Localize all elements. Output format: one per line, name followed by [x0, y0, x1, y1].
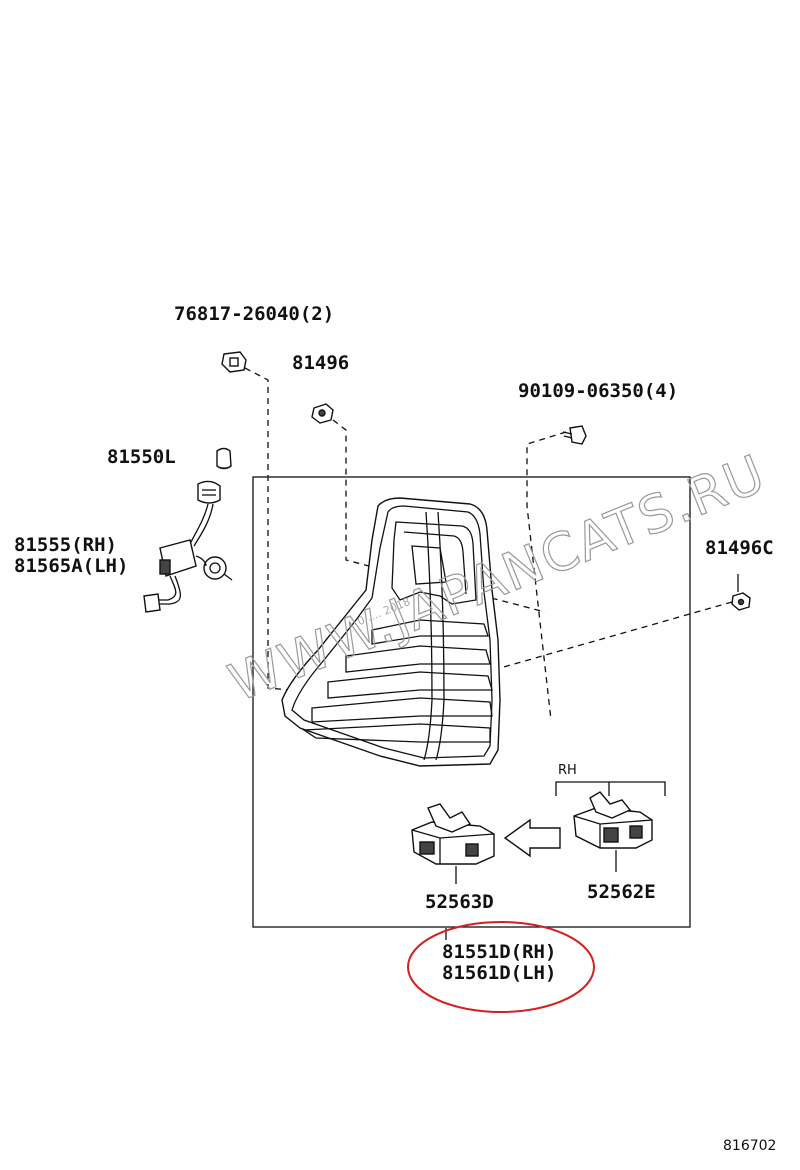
- bulb-81550L-part[interactable]: [216, 447, 232, 470]
- label-bulb-81550L[interactable]: 81550L: [107, 446, 176, 468]
- clip-76817-part[interactable]: [221, 351, 247, 373]
- leader-clip-76817: [244, 367, 291, 691]
- leader-nut-81496C: [499, 601, 733, 669]
- rh-bracket: [555, 781, 666, 796]
- holder-52563D-part[interactable]: [411, 803, 495, 865]
- label-rh: RH: [558, 763, 577, 778]
- label-nut-81496C[interactable]: 81496C: [705, 537, 774, 559]
- diagram-code: 816702: [723, 1138, 776, 1154]
- holder-52562E-part[interactable]: [573, 791, 653, 849]
- nut-81496-part[interactable]: [311, 403, 334, 424]
- tail-lamp-assembly-part[interactable]: [281, 497, 501, 767]
- highlight-circle: [407, 921, 595, 1013]
- socket-wire-harness-part[interactable]: [143, 480, 233, 613]
- label-clip-76817[interactable]: 76817-26040(2): [174, 303, 334, 325]
- label-holder-52562E[interactable]: 52562E: [587, 881, 656, 903]
- label-holder-52563D[interactable]: 52563D: [425, 891, 494, 913]
- label-lamp-rh[interactable]: 81551D(RH): [442, 941, 556, 963]
- label-nut-81496[interactable]: 81496: [292, 352, 349, 374]
- leader-nut-81496: [332, 419, 546, 613]
- assembly-frame: [252, 476, 691, 928]
- label-socket-lh[interactable]: 81565A(LH): [14, 555, 128, 577]
- label-socket-rh[interactable]: 81555(RH): [14, 534, 117, 556]
- screw-90109-part[interactable]: [562, 425, 587, 445]
- leader-screw-90109: [526, 431, 567, 721]
- label-lamp-lh[interactable]: 81561D(LH): [442, 962, 556, 984]
- label-screw-90109[interactable]: 90109-06350(4): [518, 380, 678, 402]
- nut-81496C-part[interactable]: [731, 574, 751, 611]
- direction-arrow: [503, 818, 561, 858]
